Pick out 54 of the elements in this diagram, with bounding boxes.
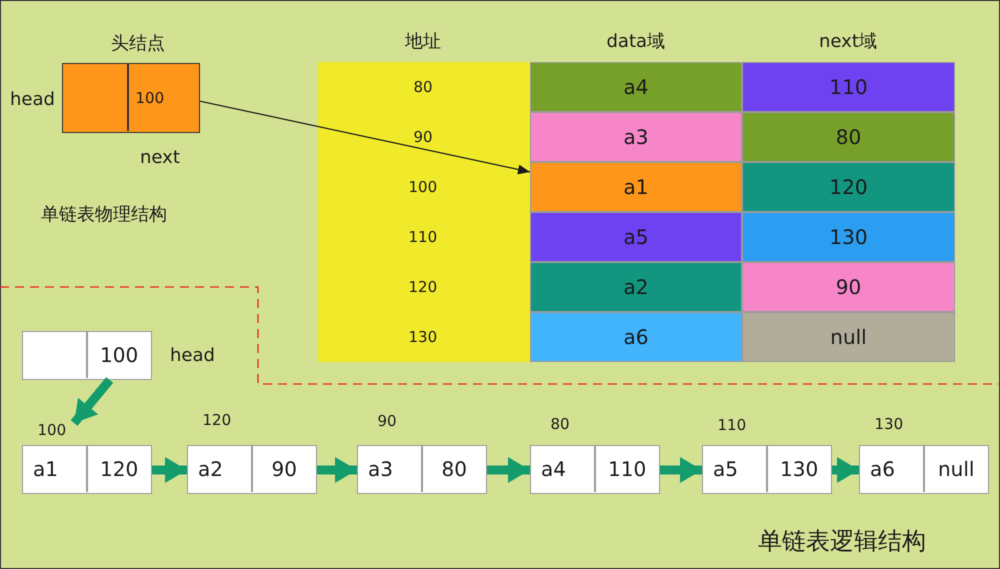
table-cell: 130 bbox=[742, 212, 955, 262]
address-label: 100 bbox=[408, 180, 438, 195]
section-title: 单链表逻辑结构 bbox=[758, 529, 926, 553]
pointer-value: 80 bbox=[442, 459, 467, 479]
pointer-value: 100 bbox=[100, 345, 138, 365]
address-label: 100 bbox=[38, 423, 66, 438]
address-label: 120 bbox=[408, 280, 438, 295]
data-value: a3 bbox=[368, 459, 393, 479]
pointer-value: 90 bbox=[272, 459, 297, 479]
pointer-name: head bbox=[170, 347, 215, 365]
address-label: 90 bbox=[378, 414, 397, 429]
table-cell: a5 bbox=[530, 212, 742, 262]
pointer-value: 110 bbox=[608, 459, 646, 479]
address-label: 120 bbox=[202, 413, 232, 428]
table-cell: 90 bbox=[742, 262, 955, 312]
address-label: 110 bbox=[408, 230, 438, 245]
field-name: next bbox=[140, 149, 180, 167]
pointer-value: 130 bbox=[780, 459, 818, 479]
table-cell: a2 bbox=[530, 262, 742, 312]
table-cell: a6 bbox=[530, 312, 742, 362]
address-label: 110 bbox=[718, 418, 746, 433]
node-heading: 头结点 bbox=[111, 35, 165, 53]
column-header: data域 bbox=[606, 33, 666, 51]
table-cell: a1 bbox=[530, 162, 742, 212]
arrow bbox=[487, 457, 530, 483]
table-cell: a3 bbox=[530, 112, 742, 162]
arrow bbox=[317, 457, 357, 483]
arrow bbox=[200, 100, 530, 174]
address-label: 80 bbox=[550, 417, 570, 432]
data-value: a2 bbox=[198, 459, 223, 479]
arrow bbox=[660, 457, 702, 483]
address-label: 80 bbox=[414, 80, 433, 95]
data-value: a6 bbox=[870, 459, 895, 479]
arrow bbox=[70, 377, 114, 426]
pointer-value: 100 bbox=[136, 91, 164, 106]
address-label: 130 bbox=[408, 330, 438, 345]
pointer-name: head bbox=[10, 91, 55, 109]
table-cell: a4 bbox=[530, 62, 742, 112]
address-label: 130 bbox=[874, 417, 904, 432]
pointer-value: null bbox=[938, 459, 974, 479]
column-header: next域 bbox=[819, 33, 877, 51]
table-cell: 110 bbox=[742, 62, 955, 112]
data-value: a5 bbox=[713, 459, 738, 479]
column-header: 地址 bbox=[405, 33, 441, 51]
address-label: 90 bbox=[414, 130, 433, 145]
data-value: a1 bbox=[33, 459, 58, 479]
data-value: a4 bbox=[541, 459, 566, 479]
table-cell: null bbox=[742, 312, 955, 362]
pointer-value: 120 bbox=[100, 459, 138, 479]
section-title: 单链表物理结构 bbox=[41, 206, 167, 224]
table-cell: 120 bbox=[742, 162, 955, 212]
arrow bbox=[152, 457, 187, 483]
arrow bbox=[832, 457, 859, 483]
table-cell: 80 bbox=[742, 112, 955, 162]
